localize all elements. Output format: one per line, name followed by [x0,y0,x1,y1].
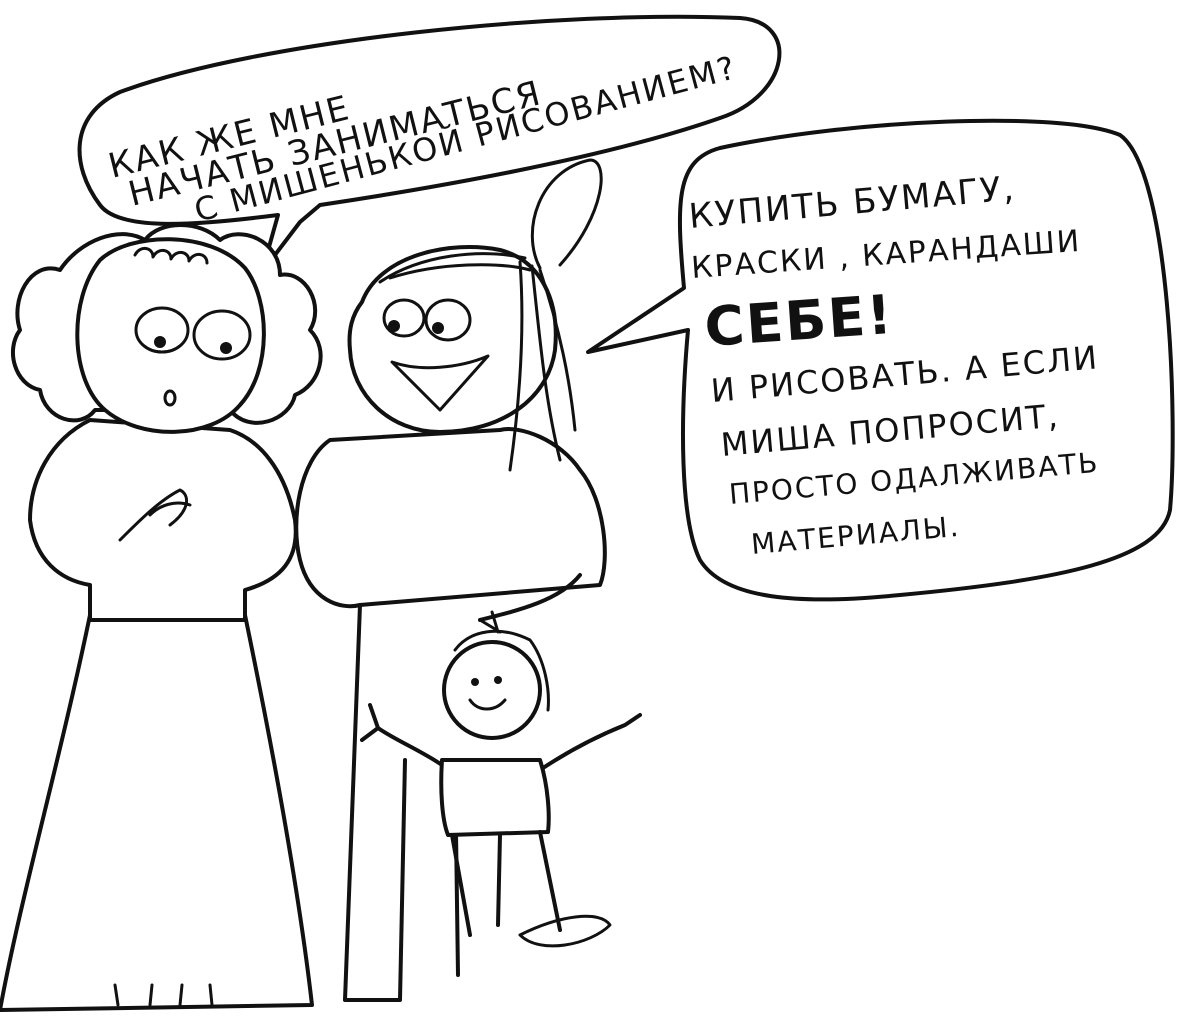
friend-mouth [390,354,490,412]
mom-torso [28,418,298,622]
child-hair [453,610,550,712]
child-character [360,610,642,948]
child-arm-left [360,703,444,767]
mom-skirt [0,613,314,1012]
child-floor-mark [518,914,612,948]
mom-mouth [163,389,177,407]
friend-leg-left [343,603,407,1002]
mom-face [75,237,266,434]
mom-hands [118,488,192,542]
mom-character [0,223,323,1012]
friend-eye-left [382,298,426,338]
mom-eye-right [192,309,252,361]
child-smile [468,698,507,711]
bubble-mom-outline [77,14,782,274]
friend-pupil-right [432,322,444,334]
mom-curls [133,247,209,265]
mom-pupil-right [220,342,232,354]
child-body [439,758,551,837]
mom-eye-left [134,306,190,354]
bubble-friend-emphasis: СЕБЕ! [703,283,896,359]
child-head [442,640,542,740]
friend-pupil-left [388,320,400,332]
mom-feet [113,983,214,1007]
child-eye-right [494,676,502,684]
friend-ponytail [530,158,603,270]
friend-character [294,158,607,1002]
mom-pupil-left [154,336,166,348]
friend-eye-right [424,298,472,342]
child-arm-right [538,713,642,772]
bubble-friend-outline [586,118,1175,602]
child-legs [450,830,562,937]
child-eye-left [471,678,479,686]
speech-bubble-friend: КУПИТЬ БУМАГУ, КРАСКИ , КАРАНДАШИ СЕБЕ! … [586,118,1175,602]
friend-hair [378,252,577,472]
